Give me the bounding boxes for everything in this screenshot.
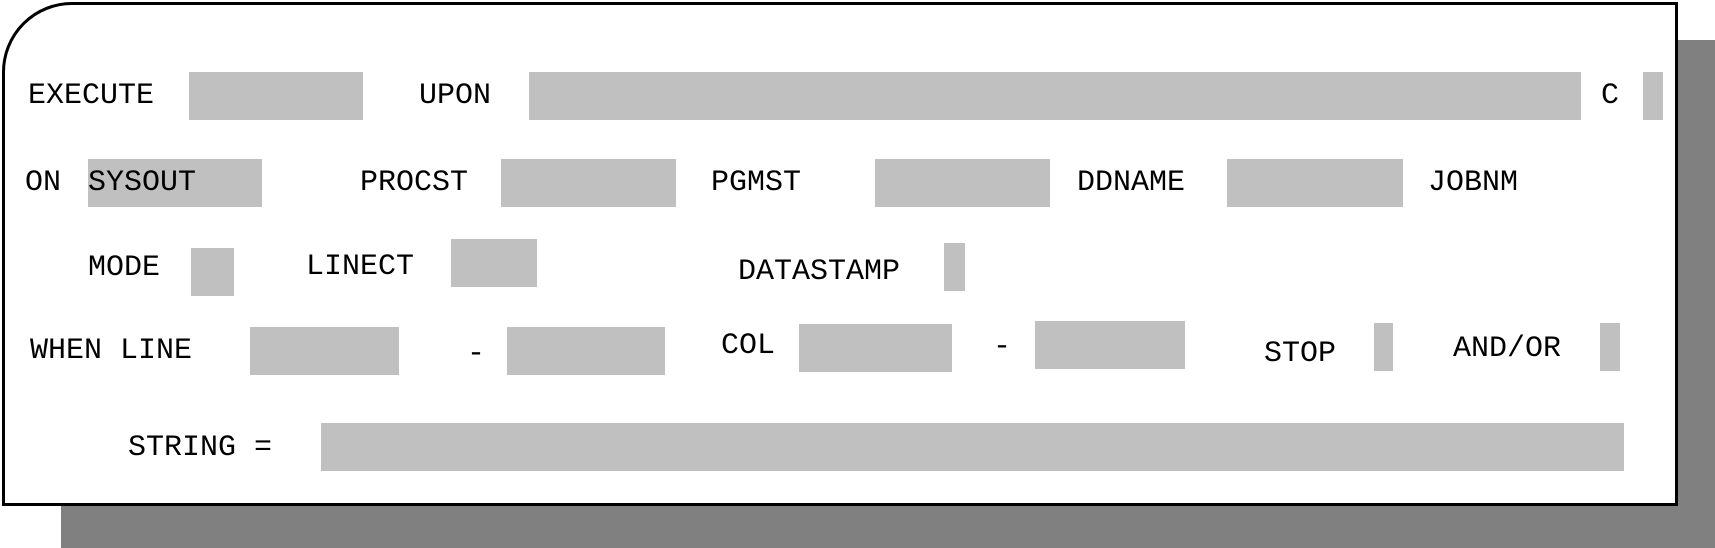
string-field[interactable] xyxy=(321,423,1624,471)
datastamp-field[interactable] xyxy=(944,243,965,291)
col-label: COL xyxy=(721,329,776,363)
upon-field[interactable] xyxy=(529,72,1581,120)
linect-label: LINECT xyxy=(306,250,415,284)
pgmst-label: PGMST xyxy=(711,166,802,200)
execute-field[interactable] xyxy=(189,72,363,120)
upon-label: UPON xyxy=(419,79,492,113)
on-label: ON xyxy=(25,166,62,200)
string-label: STRING = xyxy=(128,431,273,465)
col-range-dash: - xyxy=(993,330,1012,364)
datastamp-label: DATASTAMP xyxy=(738,255,901,289)
line-to-field[interactable] xyxy=(507,327,665,375)
jobnm-label: JOBNM xyxy=(1428,166,1519,200)
mode-label: MODE xyxy=(88,251,161,285)
execute-label: EXECUTE xyxy=(28,79,155,113)
col-from-field[interactable] xyxy=(799,324,952,372)
col-to-field[interactable] xyxy=(1035,321,1185,369)
linect-field[interactable] xyxy=(451,239,537,287)
line-from-field[interactable] xyxy=(250,327,399,375)
pgmst-field[interactable] xyxy=(875,159,1050,207)
andor-label: AND/OR xyxy=(1453,332,1562,366)
andor-field[interactable] xyxy=(1600,323,1620,371)
on-field[interactable]: SYSOUT xyxy=(88,159,262,207)
ddname-field[interactable] xyxy=(1227,159,1403,207)
line-range-dash: - xyxy=(467,337,486,371)
procst-field[interactable] xyxy=(501,159,676,207)
when-line-label: WHEN LINE xyxy=(30,334,193,368)
stop-field[interactable] xyxy=(1374,323,1393,371)
c-field[interactable] xyxy=(1643,72,1663,120)
ddname-label: DDNAME xyxy=(1077,166,1186,200)
c-label: C xyxy=(1601,79,1620,113)
stop-label: STOP xyxy=(1264,337,1337,371)
procst-label: PROCST xyxy=(360,166,469,200)
mode-field[interactable] xyxy=(191,248,234,296)
